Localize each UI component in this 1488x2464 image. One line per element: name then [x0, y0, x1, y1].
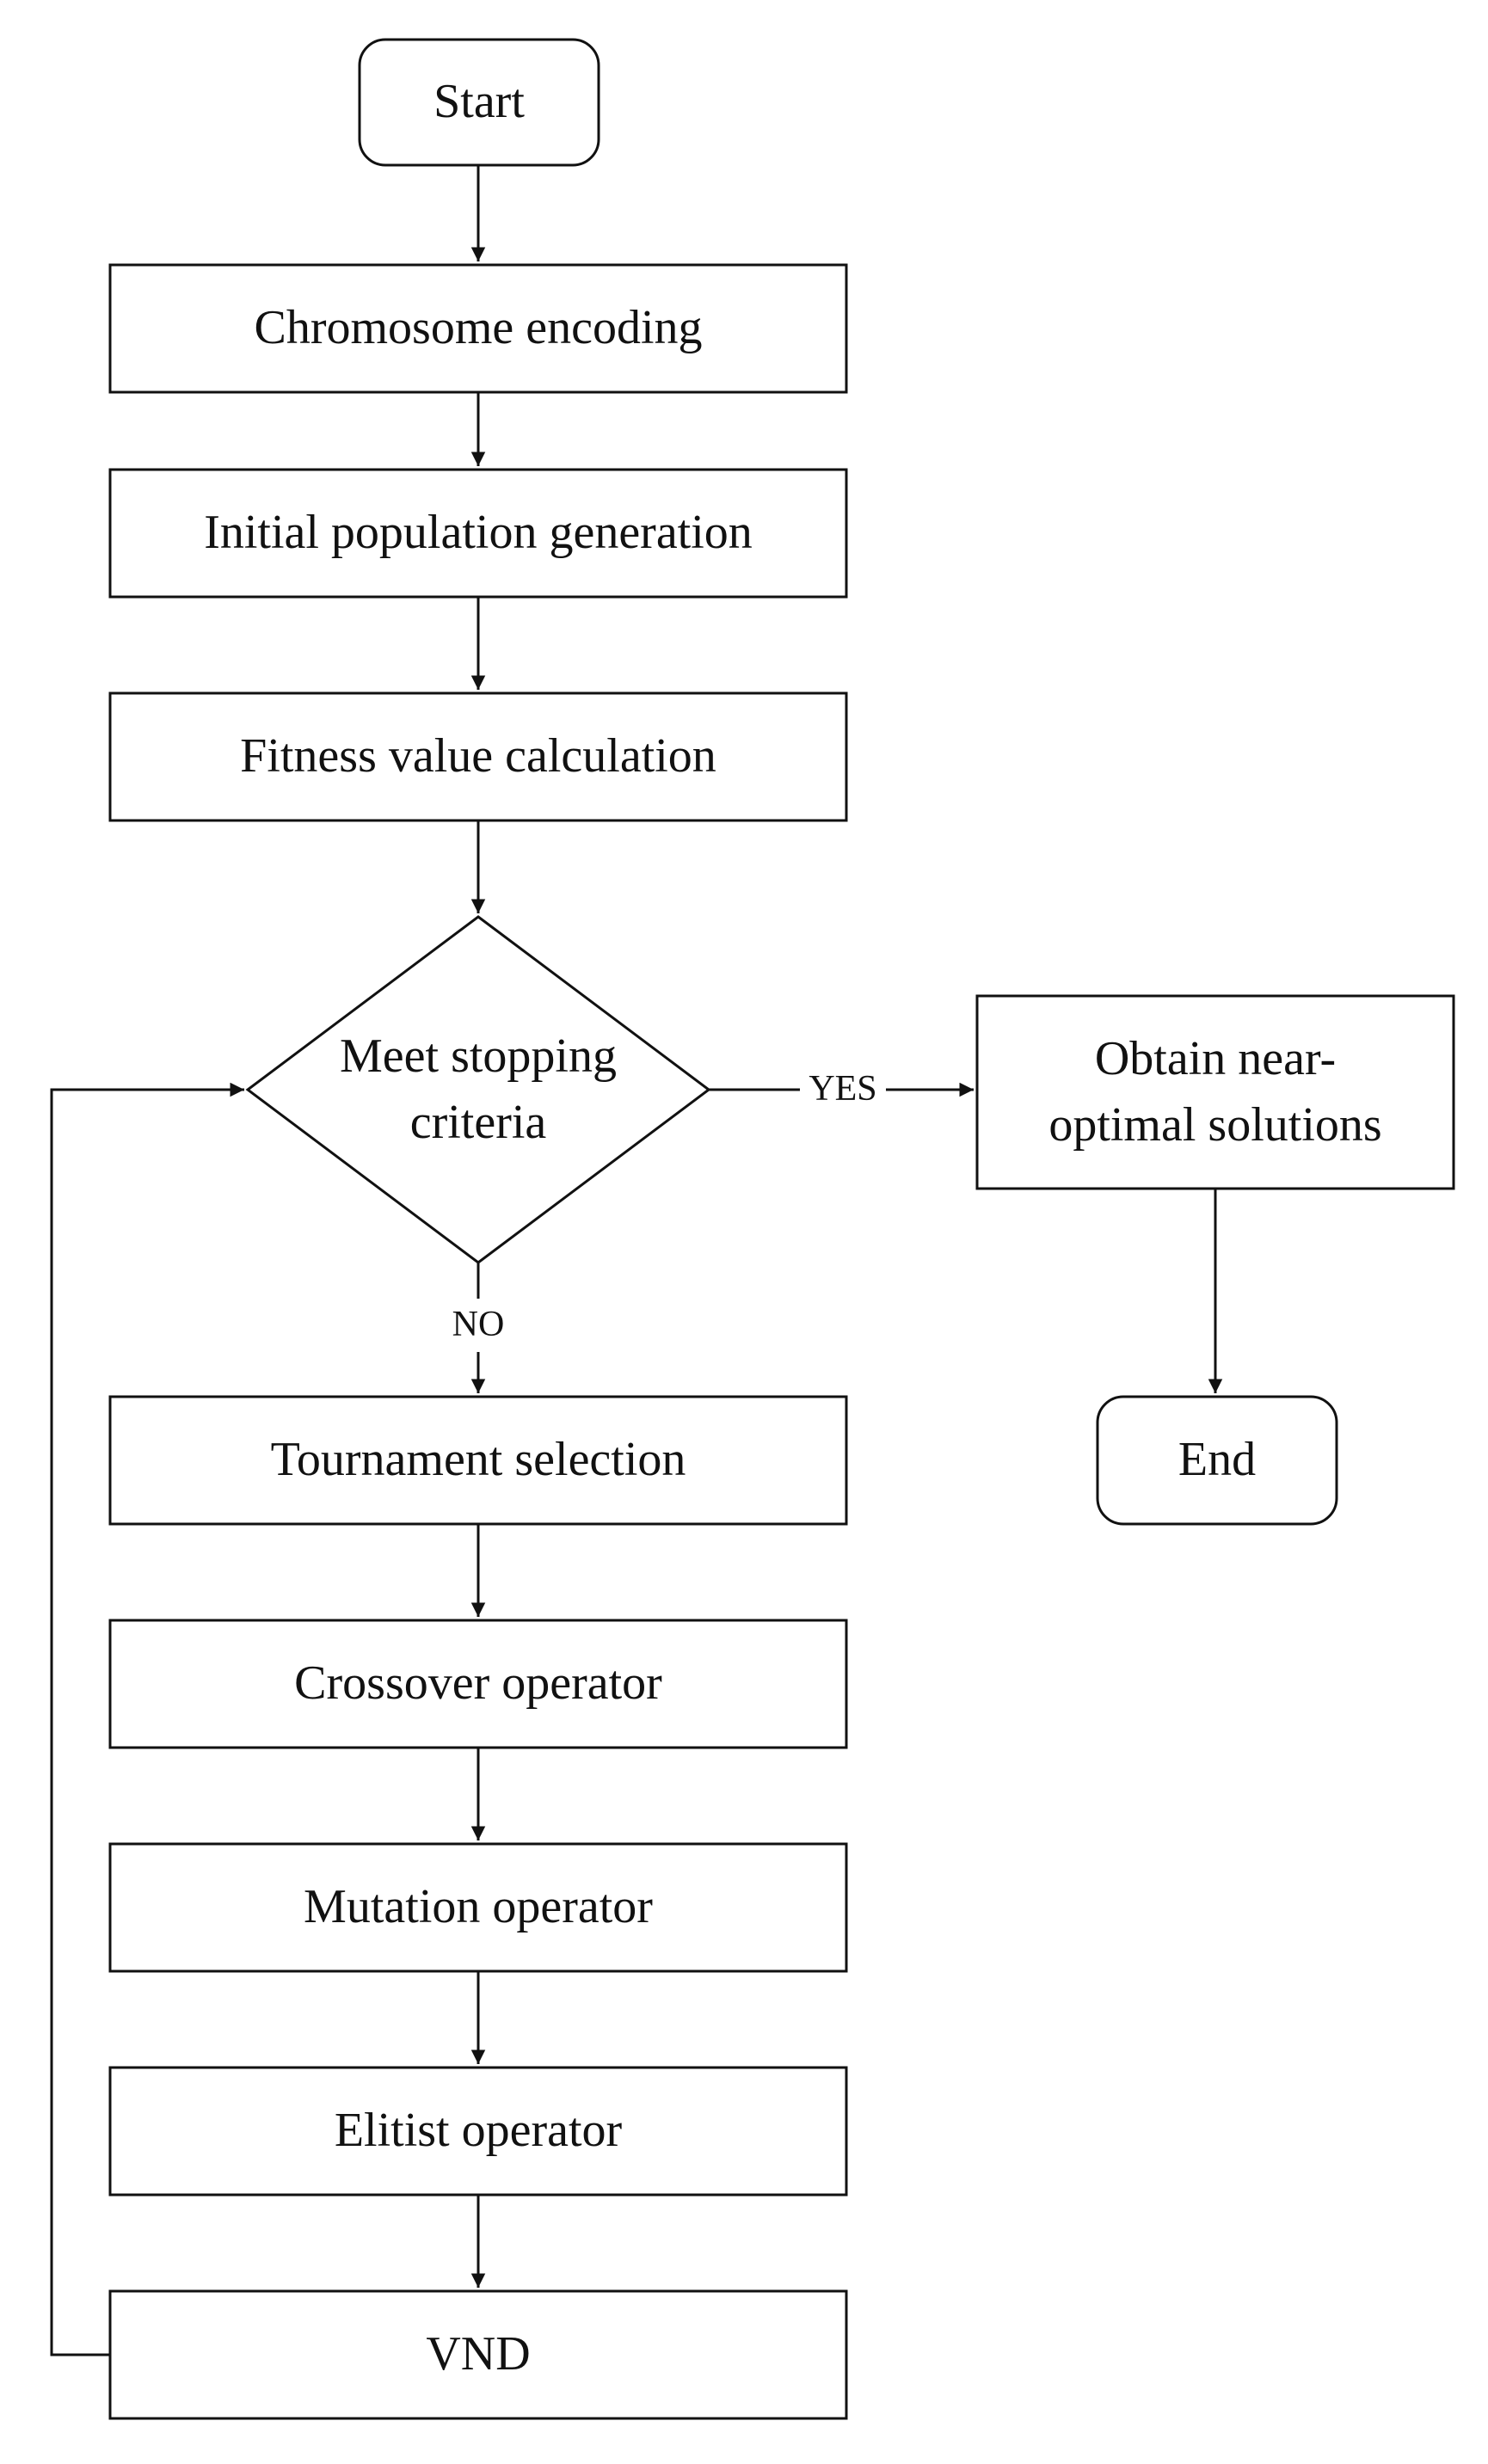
mutation-operator-label: Mutation operator [304, 1880, 653, 1934]
obtain-solutions-label: Obtain near- optimal solutions [1048, 1031, 1382, 1152]
end-label: End [1177, 1433, 1257, 1487]
yes-edge-label: YES [809, 1069, 877, 1109]
vnd-label: VND [426, 2327, 531, 2381]
loop-back-arrow-vnd-to-decision [50, 1082, 244, 2356]
crossover-operator-label: Crossover operator [294, 1656, 662, 1711]
end-node [1096, 1395, 1338, 1526]
start-label: Start [433, 75, 525, 129]
no-edge-label: NO [452, 1305, 505, 1345]
initial-population-label: Initial population generation [204, 506, 753, 560]
decision-label: Meet stopping criteria [340, 1029, 617, 1149]
tournament-selection-label: Tournament selection [270, 1433, 686, 1487]
elitist-operator-label: Elitist operator [334, 2104, 623, 2158]
fitness-calculation-label: Fitness value calculation [240, 729, 716, 783]
chromosome-encoding-label: Chromosome encoding [254, 301, 703, 355]
